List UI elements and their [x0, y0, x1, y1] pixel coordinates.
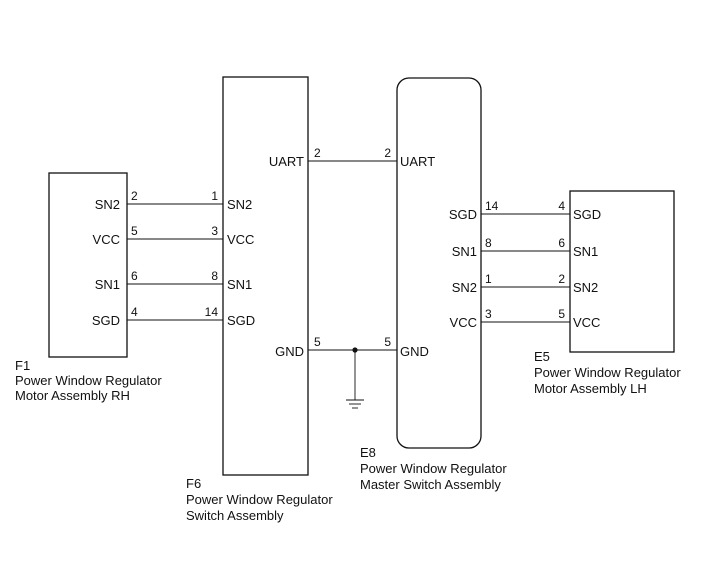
e5-pin-number: 4 — [558, 199, 565, 213]
f6-pin-number: 8 — [211, 269, 218, 283]
e5-pin-number: 6 — [558, 236, 565, 250]
f6-pin-label: SN2 — [227, 197, 252, 212]
f1-code: F1 — [15, 358, 30, 373]
e8-pin-label: SGD — [449, 207, 477, 222]
e8-pin-number: 8 — [485, 236, 492, 250]
e8-pin-label: UART — [400, 154, 435, 169]
e5-pin-label: VCC — [573, 315, 600, 330]
e5-name-line2: Motor Assembly LH — [534, 381, 647, 396]
f6-pin-number: 2 — [314, 146, 321, 160]
e8-master-switch-box — [396, 77, 482, 449]
e8-name-line1: Power Window Regulator — [360, 461, 507, 476]
f1-pin-number: 4 — [131, 305, 138, 319]
e8-pin-number: 14 — [485, 199, 499, 213]
e8-pin-label: SN2 — [452, 280, 477, 295]
f6-name-line1: Power Window Regulator — [186, 492, 333, 507]
f1-pin-label: SGD — [92, 313, 120, 328]
f1-pin-number: 2 — [131, 189, 138, 203]
e5-motor-lh-box — [569, 190, 675, 353]
e8-pin-label: SN1 — [452, 244, 477, 259]
f6-pin-number: 3 — [211, 224, 218, 238]
f1-name-line1: Power Window Regulator — [15, 373, 162, 388]
f1-pin-number: 6 — [131, 269, 138, 283]
e8-pin-number: 3 — [485, 307, 492, 321]
f1-pin-number: 5 — [131, 224, 138, 238]
f6-pin-label: GND — [275, 344, 304, 359]
e5-pin-label: SGD — [573, 207, 601, 222]
e5-pin-number: 2 — [558, 272, 565, 286]
f6-pin-number: 14 — [205, 305, 219, 319]
f1-name-line2: Motor Assembly RH — [15, 388, 130, 403]
e8-pin-number: 2 — [384, 146, 391, 160]
e8-name-line2: Master Switch Assembly — [360, 477, 501, 492]
f6-pin-label: SGD — [227, 313, 255, 328]
e8-code: E8 — [360, 445, 376, 460]
e8-pin-label: VCC — [450, 315, 477, 330]
f6-pin-number: 5 — [314, 335, 321, 349]
f6-code: F6 — [186, 476, 201, 491]
e8-pin-label: GND — [400, 344, 429, 359]
e5-code: E5 — [534, 349, 550, 364]
f1-pin-label: VCC — [93, 232, 120, 247]
f6-name-line2: Switch Assembly — [186, 508, 284, 523]
f1-motor-rh-box — [48, 172, 128, 358]
f6-pin-number: 1 — [211, 189, 218, 203]
f6-pin-label: VCC — [227, 232, 254, 247]
f6-switch-box — [222, 76, 309, 476]
f1-pin-label: SN1 — [95, 277, 120, 292]
e5-name-line1: Power Window Regulator — [534, 365, 681, 380]
f6-pin-label: UART — [269, 154, 304, 169]
e8-pin-number: 5 — [384, 335, 391, 349]
e5-pin-number: 5 — [558, 307, 565, 321]
ground-symbol-icon — [346, 399, 364, 409]
f1-pin-label: SN2 — [95, 197, 120, 212]
f6-pin-label: SN1 — [227, 277, 252, 292]
e8-pin-number: 1 — [485, 272, 492, 286]
e5-pin-label: SN1 — [573, 244, 598, 259]
e5-pin-label: SN2 — [573, 280, 598, 295]
